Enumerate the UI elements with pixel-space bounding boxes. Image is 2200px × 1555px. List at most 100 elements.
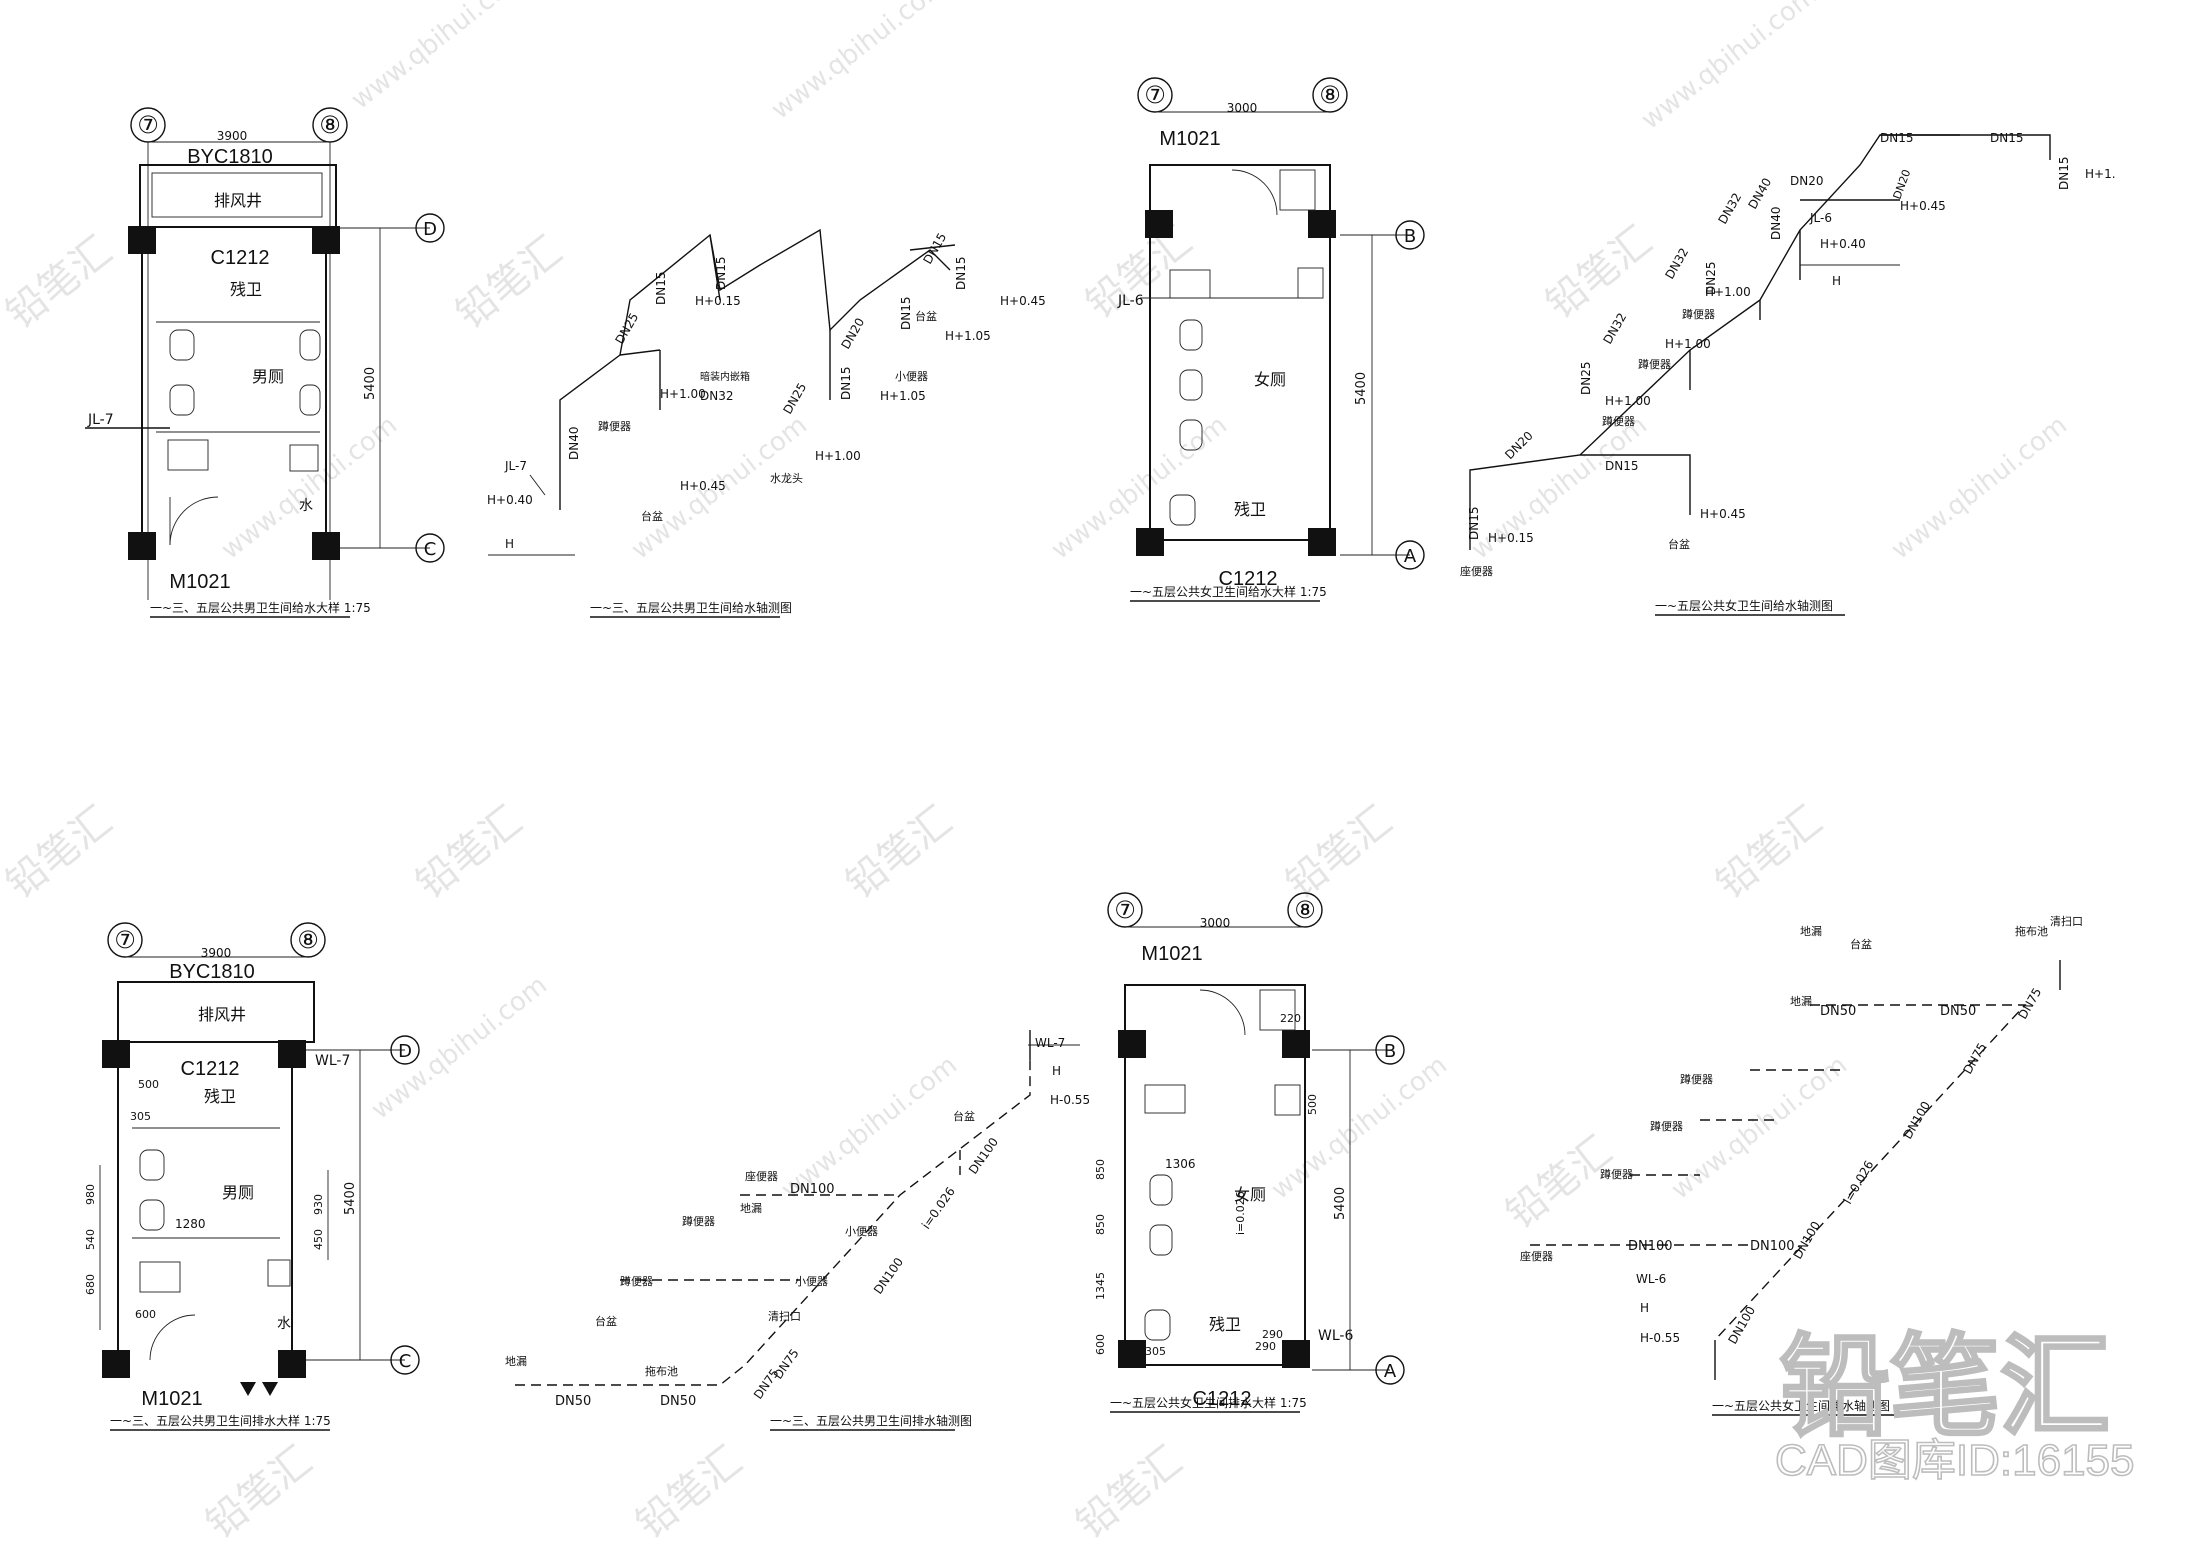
elev-label: H+1. bbox=[2085, 167, 2116, 181]
window-c1212: C1212 bbox=[1193, 1388, 1252, 1410]
pipe-size: DN15 bbox=[954, 257, 968, 291]
elev-label: H+1.00 bbox=[1665, 337, 1711, 351]
iso-title: 一~三、五层公共男卫生间排水轴测图 bbox=[770, 1413, 972, 1428]
fixture-basin: 台盆 bbox=[641, 509, 663, 523]
watermark-layer: www.qbihui.com www.qbihui.com www.qbihui… bbox=[0, 0, 2073, 1548]
watermark-name: 铅笔汇 bbox=[1708, 798, 1831, 908]
dim-label: 305 bbox=[130, 1110, 151, 1123]
fixture-seat: 座便器 bbox=[745, 1169, 778, 1183]
riser-label: JL-6 bbox=[1809, 211, 1832, 225]
dim-height: 5400 bbox=[343, 1182, 358, 1215]
dim-label: 600 bbox=[135, 1308, 156, 1321]
fixture-seat: 座便器 bbox=[1460, 564, 1493, 578]
riser-label: JL-7 bbox=[87, 412, 114, 428]
pipe-size: DN40 bbox=[1769, 207, 1783, 241]
dim-label: 290 bbox=[1255, 1340, 1276, 1353]
dim-label: 220 bbox=[1280, 1012, 1301, 1025]
axis-label-c: C bbox=[399, 1351, 412, 1372]
fixture-cleanout: 清扫口 bbox=[768, 1310, 801, 1323]
riser-label: WL-6 bbox=[1636, 1272, 1666, 1286]
pipe-size: DN15 bbox=[654, 272, 668, 306]
elev-label: H+0.40 bbox=[487, 493, 533, 507]
pipe-size: DN32 bbox=[1715, 190, 1744, 226]
dim-width: 3900 bbox=[201, 946, 232, 960]
watermark-name: 铅笔汇 bbox=[0, 798, 121, 908]
pipe-size: DN100 bbox=[1750, 1239, 1795, 1254]
elev-label: H bbox=[505, 537, 514, 551]
dim-label: 540 bbox=[84, 1229, 97, 1250]
iso-mens-drainage: WL-7 H H-0.55 DN100 DN100 i=0.026 DN100 … bbox=[505, 1030, 1090, 1431]
window-c1212: C1212 bbox=[211, 247, 270, 269]
pipe-size: DN32 bbox=[1662, 245, 1691, 281]
fixture-basin: 台盆 bbox=[915, 309, 937, 323]
dim-width: 3900 bbox=[217, 129, 248, 143]
elev-label: H+1.00 bbox=[815, 449, 861, 463]
watermark-url: www.qbihui.com bbox=[1266, 1050, 1453, 1205]
fixture-squat: 蹲便器 bbox=[1638, 357, 1671, 371]
dim-width: 3000 bbox=[1200, 916, 1231, 930]
pipe-slope: i=0.026 bbox=[1234, 1191, 1247, 1235]
pipe-size: DN75 bbox=[2015, 985, 2044, 1021]
room-mens: 男厕 bbox=[252, 367, 284, 386]
axis-label-8: ⑧ bbox=[297, 926, 319, 954]
fixture-cleanout: 清扫口 bbox=[2050, 915, 2083, 928]
iso-title: 一~五层公共女卫生间给水轴测图 bbox=[1655, 598, 1833, 613]
fixture-urinal: 小便器 bbox=[845, 1225, 878, 1238]
pipe-size: DN15 bbox=[1880, 131, 1914, 145]
axis-label-8: ⑧ bbox=[1294, 896, 1316, 924]
window-c1212: C1212 bbox=[1219, 568, 1278, 590]
plan-mens-water-supply: ⑦ ⑧ 3900 BYC1810 排风井 C1212 残卫 男厕 水 M1021… bbox=[85, 107, 445, 618]
pipe-size: DN20 bbox=[1502, 429, 1536, 463]
dim-height: 5400 bbox=[1354, 372, 1369, 405]
window-label: BYC1810 bbox=[187, 146, 273, 168]
axis-label-8: ⑧ bbox=[1319, 81, 1341, 109]
axis-label-a: A bbox=[1384, 1361, 1397, 1382]
pipe-size: DN15 bbox=[839, 367, 853, 401]
watermark-url: www.qbihui.com bbox=[1886, 410, 2073, 565]
riser-label: WL-7 bbox=[1035, 1036, 1065, 1050]
room-womens: 女厕 bbox=[1234, 1185, 1266, 1204]
axis-label-7: ⑦ bbox=[1114, 896, 1136, 924]
pipe-size: DN50 bbox=[660, 1394, 696, 1409]
fixture-squat: 蹲便器 bbox=[598, 419, 631, 433]
pipe-size: DN15 bbox=[1467, 507, 1481, 541]
elev-label: H bbox=[1052, 1064, 1061, 1078]
pipe-size: DN32 bbox=[1600, 310, 1629, 346]
pipe-size: DN100 bbox=[871, 1255, 906, 1297]
fixture-drain: 地漏 bbox=[1800, 925, 1822, 938]
fixture-squat: 蹲便器 bbox=[1680, 1072, 1713, 1086]
iso-title: 一~三、五层公共男卫生间给水轴测图 bbox=[590, 600, 792, 615]
elev-label: H+0.15 bbox=[695, 294, 741, 308]
watermark-url: www.qbihui.com bbox=[216, 410, 403, 565]
elev-label: H-0.55 bbox=[1050, 1093, 1090, 1107]
window-label: BYC1810 bbox=[169, 961, 255, 983]
dim-label: 930 bbox=[312, 1194, 325, 1215]
pipe-size: DN15 bbox=[1990, 131, 2024, 145]
pipe-size: DN15 bbox=[2057, 157, 2071, 191]
pipe-size: DN25 bbox=[1704, 262, 1718, 296]
dim-label: 450 bbox=[312, 1229, 325, 1250]
room-accessible: 残卫 bbox=[1234, 500, 1266, 519]
elev-label: H+0.45 bbox=[680, 479, 726, 493]
dim-label: 1345 bbox=[1094, 1272, 1107, 1300]
fixture-squat: 蹲便器 bbox=[620, 1274, 653, 1288]
pipe-size: DN75 bbox=[1960, 1040, 1989, 1076]
dim-label: 305 bbox=[1145, 1345, 1166, 1358]
dim-height: 5400 bbox=[363, 367, 378, 400]
elev-label: H+1.00 bbox=[660, 387, 706, 401]
brand-logo: 铅笔汇 bbox=[1780, 1323, 2110, 1451]
watermark-url: www.qbihui.com bbox=[766, 0, 953, 126]
axis-label-b: B bbox=[1384, 1041, 1396, 1062]
plan-womens-drainage: ⑦ ⑧ 3000 M1021 220 1306 女厕 i=0.026 残卫 85… bbox=[1094, 892, 1405, 1413]
pipe-size: DN25 bbox=[612, 310, 641, 346]
pipe-size: DN25 bbox=[780, 380, 809, 416]
pipe-size: DN100 bbox=[966, 1135, 1001, 1177]
elev-label: H+0.45 bbox=[1900, 199, 1946, 213]
pipe-size: DN100 bbox=[790, 1182, 835, 1197]
dim-label: 850 bbox=[1094, 1214, 1107, 1235]
fixture-drain: 地漏 bbox=[740, 1202, 762, 1215]
watermark-name: 铅笔汇 bbox=[198, 1438, 321, 1548]
elev-label: H+1.05 bbox=[945, 329, 991, 343]
elev-label: H+1.05 bbox=[880, 389, 926, 403]
pipe-size: DN50 bbox=[1820, 1004, 1856, 1019]
